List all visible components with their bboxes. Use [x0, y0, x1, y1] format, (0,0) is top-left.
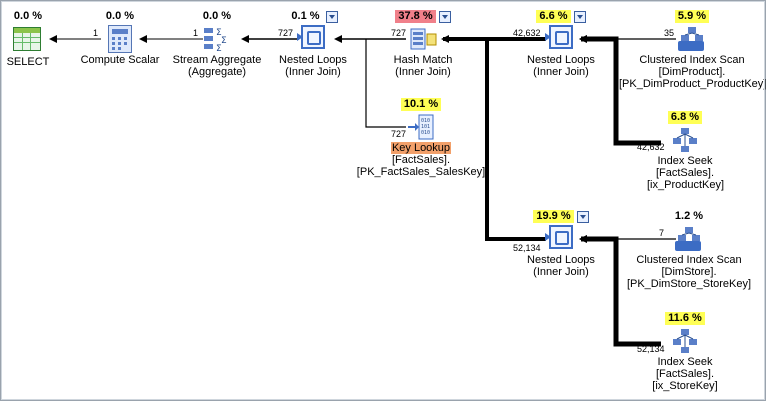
cost-percent: 5.9 %: [674, 10, 710, 23]
node-label: SELECT: [6, 56, 50, 68]
edge-seek2-nl3: [579, 235, 661, 347]
node-sublabel: [ix_ProductKey]: [647, 179, 725, 191]
plan-node-index-seek[interactable]: 6.8 % Index Seek [FactSales]. [ix_Produc…: [647, 111, 725, 191]
cost-percent: 1.2 %: [674, 210, 704, 222]
node-label: Key Lookup: [390, 142, 452, 154]
node-sublabel: [FactSales].: [391, 154, 451, 166]
calculator-icon: [105, 25, 135, 53]
node-sublabel: [FactSales].: [655, 167, 715, 179]
row-count: 52,134: [513, 243, 541, 253]
nested-loops-icon: [545, 225, 576, 253]
key-lookup-icon: 010 101 010: [406, 113, 436, 141]
plan-node-nested-loops[interactable]: 6.6 % Nested Loops (Inner Join): [519, 10, 603, 78]
cost-percent: 37.8 %: [395, 10, 436, 23]
node-sublabel: [ix_StoreKey]: [652, 380, 718, 392]
svg-text:Σ: Σ: [216, 28, 222, 38]
cost-percent: 0.0 %: [13, 10, 43, 22]
node-sublabel: [FactSales].: [655, 368, 715, 380]
plan-node-nested-loops[interactable]: 0.1 % Nested Loops (Inner Join): [271, 10, 355, 78]
row-count: 35: [664, 28, 675, 38]
plan-node-clustered-index-scan[interactable]: 1.2 % Clustered Index Scan [DimStore]. […: [619, 210, 759, 290]
node-label: Index Seek: [657, 356, 713, 368]
plan-node-clustered-index-scan[interactable]: 5.9 % Clustered Index Scan [DimProduct].…: [619, 10, 767, 90]
chevron-down-icon[interactable]: [325, 11, 338, 23]
plan-node-stream-aggregate[interactable]: 0.0 % Σ Σ Σ Stream Aggregate (Aggregate): [169, 10, 265, 78]
svg-text:101: 101: [421, 124, 430, 130]
edge-nl3-hash: [485, 39, 546, 241]
cost-percent: 6.8 %: [667, 111, 703, 124]
chevron-down-icon[interactable]: [576, 211, 589, 223]
edge-seek1-nl2: [579, 35, 661, 146]
node-label: Nested Loops: [279, 54, 347, 66]
node-label: Clustered Index Scan: [639, 54, 745, 66]
node-sublabel: (Inner Join): [395, 66, 451, 78]
plan-node-key-lookup[interactable]: 10.1 % 010 101 010 Key Lookup [FactSales…: [353, 98, 489, 178]
clustered-index-scan-icon: [674, 225, 704, 253]
row-count: 1: [93, 28, 99, 38]
row-count: 1: [193, 28, 199, 38]
node-label: Clustered Index Scan: [636, 254, 742, 266]
cost-percent: 11.6 %: [665, 312, 705, 325]
hash-match-icon: [408, 25, 438, 53]
node-sublabel: (Inner Join): [533, 66, 589, 78]
node-sublabel: [DimStore].: [661, 266, 717, 278]
result-grid-icon: [13, 27, 43, 55]
svg-text:Σ: Σ: [216, 44, 222, 53]
index-seek-icon: [670, 327, 700, 355]
cost-percent: 0.1 %: [291, 10, 320, 22]
svg-text:Σ: Σ: [221, 36, 227, 46]
node-sublabel: (Aggregate): [187, 66, 247, 78]
node-sublabel: (Inner Join): [533, 266, 589, 278]
node-sublabel: [PK_FactSales_SalesKey]: [356, 166, 486, 178]
row-count: 727: [391, 28, 407, 38]
node-label: Stream Aggregate: [172, 54, 262, 66]
node-sublabel: [DimProduct].: [658, 66, 726, 78]
nested-loops-icon: [545, 25, 576, 53]
svg-text:010: 010: [421, 118, 430, 124]
edge-keylookup-nl1: [365, 39, 406, 128]
cost-percent: 19.9 %: [533, 210, 574, 223]
node-label: Nested Loops: [527, 54, 595, 66]
stream-aggregate-icon: Σ Σ Σ: [202, 25, 232, 54]
chevron-down-icon[interactable]: [438, 11, 451, 23]
plan-node-hash-match[interactable]: 37.8 % Hash Match (Inner Join): [381, 10, 465, 78]
cost-percent: 0.0 %: [202, 10, 232, 22]
cost-percent: 10.1 %: [400, 98, 442, 111]
node-label: Hash Match: [393, 54, 453, 66]
cost-percent: 6.6 %: [536, 10, 571, 23]
plan-node-compute-scalar[interactable]: 0.0 % Compute Scalar: [75, 10, 165, 66]
row-count: 727: [278, 28, 294, 38]
plan-node-select[interactable]: 0.0 % SELECT: [5, 10, 51, 68]
cost-percent: 0.0 %: [105, 10, 135, 22]
node-label: Nested Loops: [527, 254, 595, 266]
chevron-down-icon[interactable]: [573, 11, 586, 23]
node-sublabel: (Inner Join): [285, 66, 341, 78]
row-count: 42,632: [637, 142, 665, 152]
node-label: Index Seek: [657, 155, 713, 167]
row-count: 42,632: [513, 28, 541, 38]
nested-loops-icon: [297, 25, 328, 53]
plan-node-index-seek[interactable]: 11.6 % Index Seek [FactSales]. [ix_Store…: [647, 312, 723, 392]
clustered-index-scan-icon: [677, 25, 707, 53]
node-sublabel: [PK_DimStore_StoreKey]: [626, 278, 752, 290]
row-count: 727: [391, 129, 407, 139]
node-label: Compute Scalar: [80, 54, 160, 66]
index-seek-icon: [670, 126, 700, 154]
plan-node-nested-loops[interactable]: 19.9 % Nested Loops (Inner Join): [519, 210, 603, 278]
svg-text:010: 010: [421, 130, 430, 136]
row-count: 52,134: [637, 344, 665, 354]
row-count: 7: [659, 228, 665, 238]
node-sublabel: [PK_DimProduct_ProductKey]: [619, 78, 767, 90]
